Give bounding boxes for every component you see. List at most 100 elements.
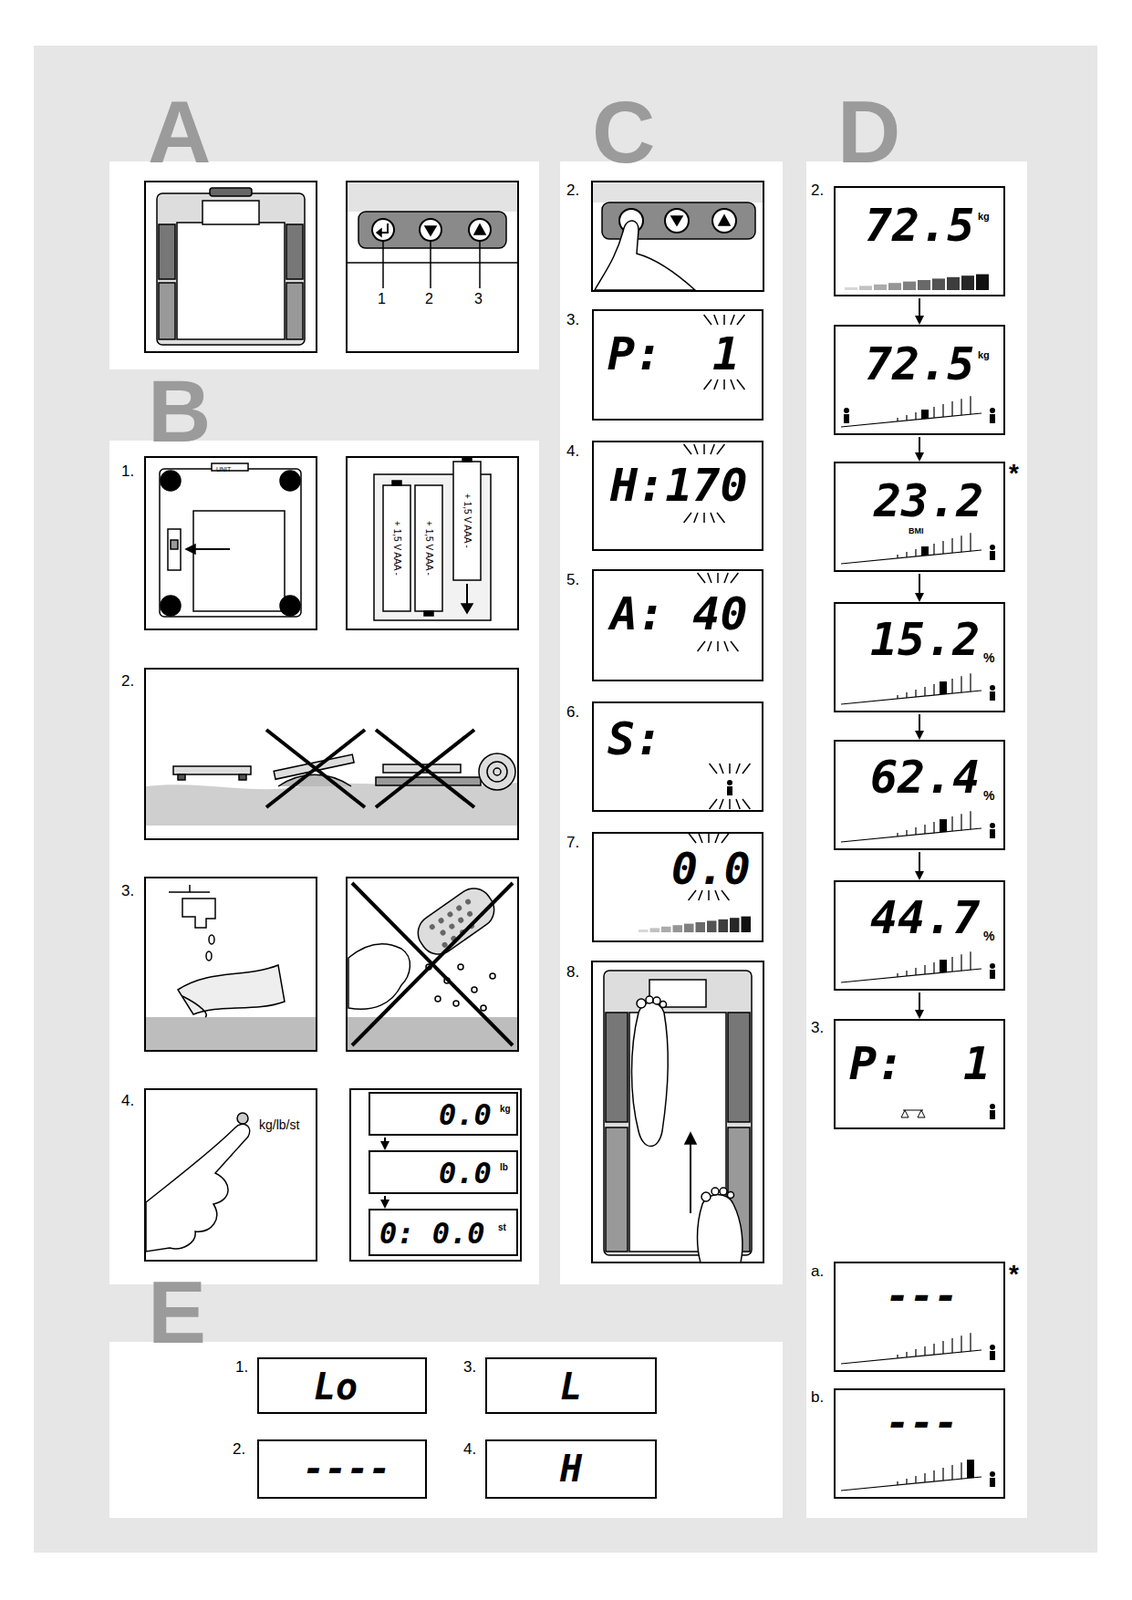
set-button-press (718, 215, 730, 226)
lcd-display: A: 40 (591, 569, 764, 682)
cleaning-cloth (145, 1017, 316, 1050)
level-block (706, 920, 717, 933)
step-number: 2. (566, 182, 580, 198)
step-number: 8. (566, 964, 580, 980)
scale-top-view (286, 282, 303, 340)
scale-baseline (841, 1350, 982, 1364)
lcd-readout: P: (849, 1040, 904, 1087)
level-block (661, 926, 672, 933)
button-panel (376, 228, 382, 237)
blink-ray (742, 799, 750, 810)
scale-tick (933, 684, 935, 696)
section-panel: CP:1H:170A: 40S:0.0 (560, 161, 783, 1285)
step-on-scale (727, 1192, 735, 1199)
step-on-scale (685, 1132, 696, 1144)
scale-tick (960, 1335, 962, 1352)
battery-label: + 1,5 V AAA - (392, 520, 402, 576)
footnote-mark: * (1008, 460, 1019, 487)
scale-underside (280, 470, 301, 491)
section-letter: D (837, 88, 901, 177)
battery-compartment (466, 583, 468, 606)
scale-tick (896, 1481, 898, 1486)
battery-compartment (392, 480, 402, 486)
no-abrasive (352, 882, 513, 1046)
placement-floor (375, 777, 481, 786)
figure-frame (591, 961, 764, 1263)
scale-tick (951, 538, 953, 553)
no-abrasive (438, 928, 447, 936)
person-icon (989, 1471, 996, 1477)
unit-button-hand (145, 1112, 250, 1252)
step-on-scale (660, 1001, 667, 1008)
button-panel (478, 240, 481, 289)
placement-floor (173, 766, 251, 775)
lcd-readout: 72.5 (864, 202, 975, 249)
scale-tick (951, 1464, 953, 1480)
battery-compartment (453, 461, 481, 581)
scale-tick (969, 810, 971, 830)
flow-arrow (918, 851, 921, 879)
scale-tick (933, 1470, 935, 1482)
step-number: a. (810, 1263, 824, 1279)
range-marker (921, 546, 929, 556)
cleaning-cloth (182, 996, 207, 1018)
battery-compartment (415, 485, 443, 612)
scale-tick (905, 415, 907, 421)
level-block (946, 277, 960, 291)
battery-compartment (424, 611, 434, 616)
lcd-display: --- (833, 1388, 1006, 1499)
no-abrasive (489, 973, 496, 979)
blink-ray (703, 444, 706, 455)
no-abrasive (347, 881, 518, 1050)
placement-floor (487, 761, 508, 782)
scale-tick (914, 689, 916, 697)
level-block (718, 919, 729, 933)
blink-ray (698, 890, 703, 901)
scale-tick (924, 1346, 925, 1356)
section-panel: A (109, 161, 540, 370)
step-on-scale (701, 1187, 735, 1202)
flow-arrow (918, 436, 921, 460)
blink-ray (730, 572, 738, 583)
blink-ray (716, 641, 719, 652)
person-icon (843, 414, 850, 424)
blink-ray (736, 763, 740, 774)
step-number: 5. (566, 571, 580, 588)
blink-ray (704, 314, 712, 325)
lcd-readout: 0: 0.0 (379, 1218, 486, 1248)
scale-tick (960, 398, 962, 416)
no-abrasive (436, 916, 445, 925)
step-on-scale (603, 970, 752, 1263)
no-abrasive (425, 964, 496, 1011)
button-panel (419, 218, 442, 241)
blink-ray (724, 641, 728, 652)
scale-tick (960, 675, 962, 693)
unit-label: kg (977, 211, 990, 222)
step-number: 4. (463, 1441, 477, 1457)
blink-ray (710, 512, 715, 523)
person-icon (843, 407, 850, 414)
scale-tick (924, 824, 925, 834)
figure-frame (145, 456, 317, 630)
blink-ray (707, 572, 712, 583)
scale-tick (896, 832, 898, 837)
lcd-display: L (485, 1357, 657, 1414)
unit-button-hand (237, 1112, 249, 1124)
battery-compartment (383, 485, 411, 612)
scale-tick (914, 412, 916, 420)
step-number: 4. (566, 443, 580, 459)
no-abrasive (466, 910, 474, 918)
step-number: 6. (566, 704, 580, 720)
scale-underside (280, 595, 301, 616)
flow-arrow (918, 298, 921, 323)
button-panel (425, 226, 437, 236)
unit-label: kg (977, 350, 990, 361)
scale-tick (905, 1351, 907, 1358)
scale-top-view (156, 193, 305, 345)
lcd-readout: 1 (712, 331, 740, 377)
level-block (695, 922, 707, 933)
figure-frame (145, 877, 317, 1051)
unit-label: kg (499, 1104, 511, 1114)
step-number: 7. (566, 834, 580, 851)
